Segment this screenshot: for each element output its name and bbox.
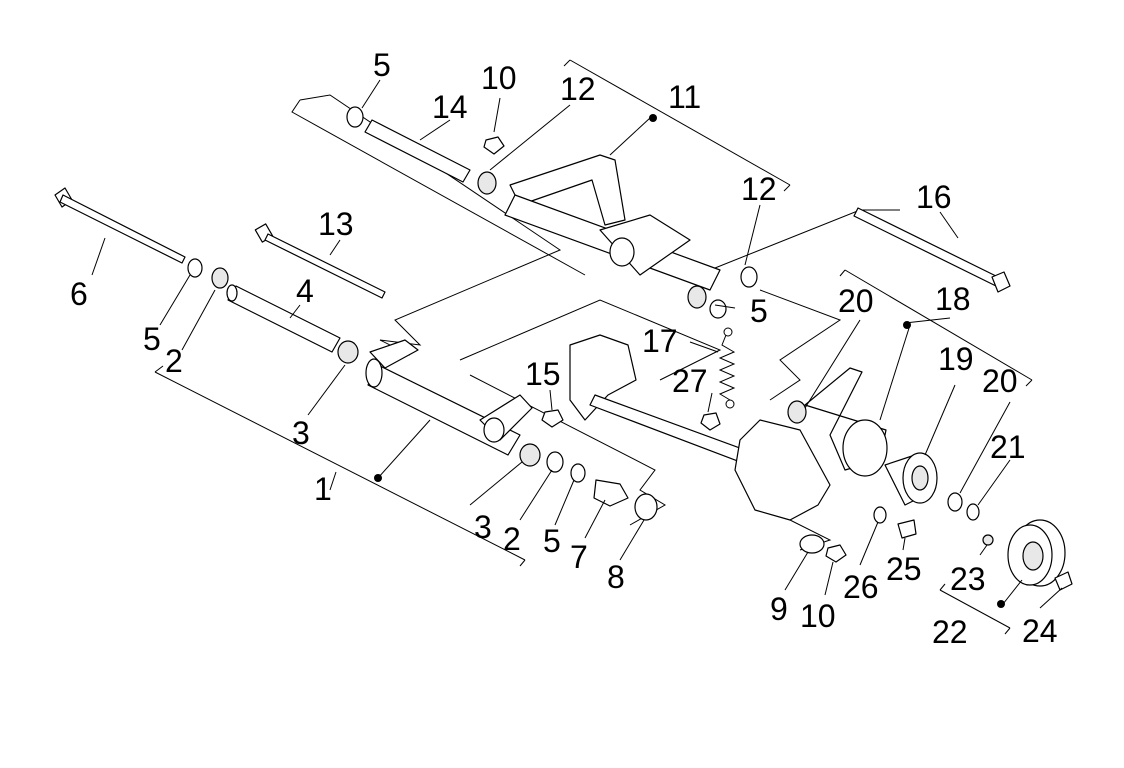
callout-5: 5 xyxy=(373,47,391,83)
callout-12: 12 xyxy=(560,71,596,107)
ring-part-21 xyxy=(966,503,980,521)
bushing-part-12-bottom xyxy=(687,285,707,309)
callout-2: 2 xyxy=(165,343,183,379)
assembly-dot-18 xyxy=(903,321,911,329)
nut-part-15 xyxy=(541,409,564,428)
spacer-part-14 xyxy=(364,119,471,183)
swing-arm-part-1 xyxy=(365,339,533,456)
callout-23: 23 xyxy=(950,561,986,597)
leader-lines xyxy=(91,79,1063,609)
washer-part-5-top xyxy=(346,106,364,128)
bracket-group-18 xyxy=(844,269,1033,381)
callout-22: 22 xyxy=(932,614,968,650)
callout-3: 3 xyxy=(474,509,492,545)
callout-labels: 5 10 12 14 11 12 16 13 6 4 5 2 20 18 5 1… xyxy=(70,47,1058,650)
callout-19: 19 xyxy=(938,341,974,377)
callout-24: 24 xyxy=(1022,613,1058,649)
callout-7: 7 xyxy=(570,539,588,575)
callout-26: 26 xyxy=(843,569,879,605)
callout-25: 25 xyxy=(886,551,922,587)
callout-6: 6 xyxy=(70,276,88,312)
bearing-part-2-lower xyxy=(546,451,564,473)
nut-part-27 xyxy=(700,412,721,431)
construction-line xyxy=(299,94,562,356)
callout-9: 9 xyxy=(770,591,788,627)
callout-20: 20 xyxy=(838,283,874,319)
bolt-part-25 xyxy=(897,519,917,539)
callout-4: 4 xyxy=(296,273,314,309)
callout-5: 5 xyxy=(543,523,561,559)
bolt-part-13 xyxy=(254,223,386,299)
callout-5: 5 xyxy=(750,293,768,329)
washer-part-5-left xyxy=(187,258,203,278)
callout-15: 15 xyxy=(525,356,561,392)
bushing-part-3-lower xyxy=(519,443,541,467)
upper-arm-part-11 xyxy=(346,106,758,319)
washer-part-5-lower xyxy=(570,463,586,483)
nut-part-7 xyxy=(593,479,629,507)
callout-21: 21 xyxy=(990,429,1026,465)
callout-17: 17 xyxy=(642,323,678,359)
roller-part-19 xyxy=(884,452,938,506)
spacer-part-4 xyxy=(227,285,341,353)
bracket-group-11 xyxy=(569,59,791,186)
bracket-group-1 xyxy=(154,371,526,561)
callout-3: 3 xyxy=(292,415,310,451)
long-bolt-part-16 xyxy=(853,207,1011,293)
bearing-part-2-left xyxy=(211,267,229,289)
callout-18: 18 xyxy=(935,281,971,317)
callout-20: 20 xyxy=(982,363,1018,399)
washer-part-5-right xyxy=(709,299,727,319)
callout-13: 13 xyxy=(318,206,354,242)
callout-2: 2 xyxy=(503,521,521,557)
nut-part-10-top xyxy=(483,136,505,155)
callout-16: 16 xyxy=(916,179,952,215)
assembly-dot-1 xyxy=(374,474,382,482)
callout-11: 11 xyxy=(668,79,701,115)
callout-10: 10 xyxy=(800,598,836,634)
callout-14: 14 xyxy=(432,89,468,125)
washer-part-26 xyxy=(873,506,887,524)
assembly-dot-22 xyxy=(997,600,1005,608)
nut-part-10-bottom xyxy=(825,544,847,563)
tensioner-plate xyxy=(734,419,831,521)
locknut-part-8 xyxy=(634,493,658,521)
bushing-part-3-upper xyxy=(337,340,359,364)
callout-27: 27 xyxy=(672,363,708,399)
callout-12: 12 xyxy=(741,171,777,207)
nut-part-23 xyxy=(982,534,994,546)
callout-1: 1 xyxy=(314,471,332,507)
parts xyxy=(54,106,1073,591)
bracket-group-22 xyxy=(939,589,1011,629)
spring-part-17 xyxy=(718,327,736,409)
assembly-dot-11 xyxy=(649,114,657,122)
pulley-part-22 xyxy=(1007,519,1066,587)
bushing-part-12-top xyxy=(477,171,497,195)
callout-8: 8 xyxy=(607,559,625,595)
long-bolt-part-6 xyxy=(54,187,186,264)
washer-part-20-right xyxy=(947,492,963,512)
washer-part-9 xyxy=(799,534,825,554)
bolt-part-24 xyxy=(1054,571,1073,591)
callout-10: 10 xyxy=(481,60,517,96)
callout-5: 5 xyxy=(143,321,161,357)
bushing-part-20-left xyxy=(787,400,807,424)
